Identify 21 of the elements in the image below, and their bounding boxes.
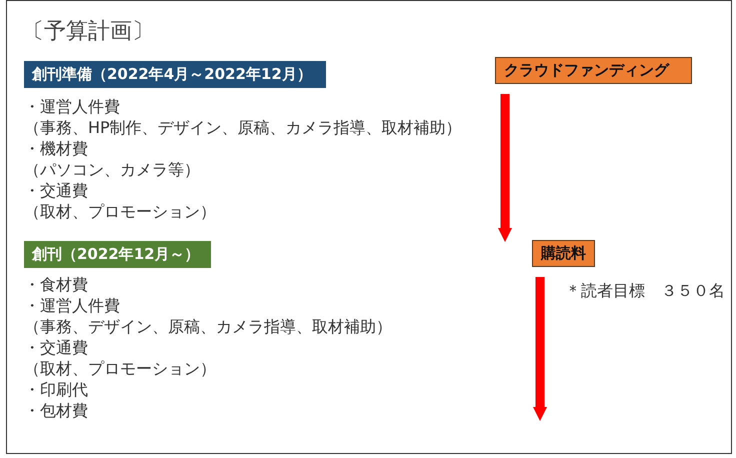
target-note: ＊読者目標 ３５０名 <box>565 280 725 301</box>
funding-source-box: クラウドファンディング <box>495 57 692 84</box>
list-item: ・包材費 <box>24 400 88 421</box>
title: 〔予算計画〕 <box>22 18 154 46</box>
list-item: （事務、HP制作、デザイン、原稿、カメラ指導、取材補助） <box>24 117 462 138</box>
list-item: ・交通費 <box>24 337 88 358</box>
list-item: （パソコン、カメラ等） <box>24 159 200 180</box>
phase-heading-bar: 創刊（2022年12月～） <box>24 241 211 268</box>
list-item: （取材、プロモーション） <box>24 201 216 222</box>
down-arrow <box>533 277 547 421</box>
list-item: ・運営人件費 <box>24 295 120 316</box>
list-item: ・交通費 <box>24 180 88 201</box>
list-item: ・機材費 <box>24 138 88 159</box>
list-item: ・運営人件費 <box>24 96 120 117</box>
list-item: （事務、デザイン、原稿、カメラ指導、取材補助） <box>24 316 392 337</box>
down-arrow <box>498 94 512 242</box>
list-item: ・食材費 <box>24 274 88 295</box>
list-item: ・印刷代 <box>24 379 88 400</box>
list-item: （取材、プロモーション） <box>24 358 216 379</box>
funding-source-box: 購読料 <box>532 240 595 267</box>
phase-heading-bar: 創刊準備（2022年4月～2022年12月） <box>24 61 326 88</box>
